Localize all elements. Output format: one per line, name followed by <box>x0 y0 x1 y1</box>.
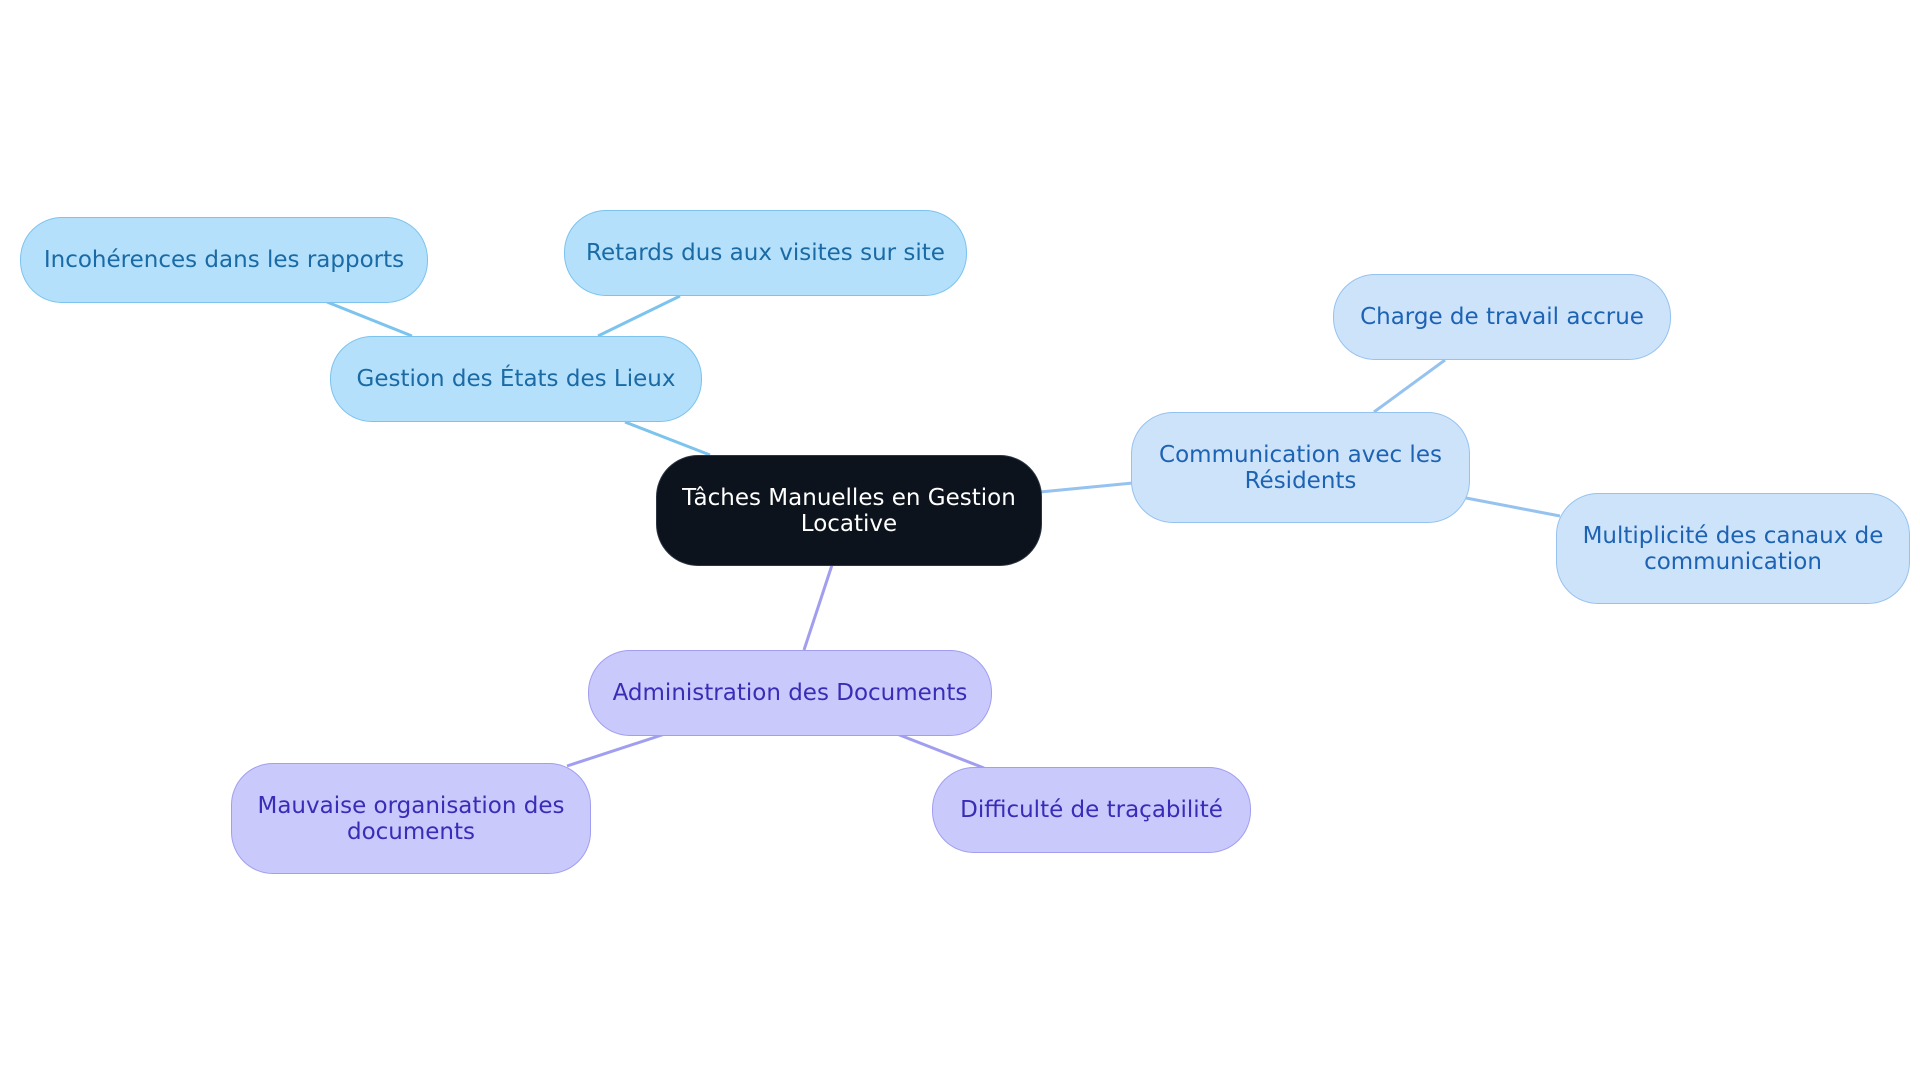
leaf-label: Charge de travail accrue <box>1360 304 1644 330</box>
root-label: Tâches Manuelles en Gestion Locative <box>682 484 1016 537</box>
leaf-label: Incohérences dans les rapports <box>43 247 405 273</box>
edge-root-branch-2 <box>1039 481 1134 494</box>
edge-branch-3-child-1 <box>566 732 666 768</box>
leaf-node-tracabilite[interactable]: Difficulté de traçabilité <box>932 767 1251 853</box>
root-node[interactable]: Tâches Manuelles en Gestion Locative <box>656 455 1042 566</box>
leaf-node-charge-de-travail[interactable]: Charge de travail accrue <box>1333 274 1671 360</box>
edge-root-branch-3 <box>802 564 834 651</box>
branch-label: Communication avec les Résidents <box>1159 441 1442 494</box>
leaf-label: Difficulté de traçabilité <box>960 797 1223 823</box>
branch-node-administration-documents[interactable]: Administration des Documents <box>588 650 992 736</box>
edge-branch-3-child-2 <box>896 732 985 770</box>
edge-branch-2-child-2 <box>1465 496 1561 518</box>
branch-label: Gestion des États des Lieux <box>356 366 676 392</box>
edge-root-branch-1 <box>624 420 711 457</box>
leaf-node-multiplicite-canaux[interactable]: Multiplicité des canaux de communication <box>1556 493 1910 604</box>
leaf-label: Mauvaise organisation des documents <box>257 792 565 845</box>
branch-node-etats-des-lieux[interactable]: Gestion des États des Lieux <box>330 336 702 422</box>
leaf-node-incoherences[interactable]: Incohérences dans les rapports <box>20 217 428 303</box>
edge-branch-1-child-1 <box>326 300 413 338</box>
branch-node-communication[interactable]: Communication avec les Résidents <box>1131 412 1470 523</box>
leaf-label: Retards dus aux visites sur site <box>586 240 945 266</box>
edge-branch-1-child-2 <box>597 294 681 338</box>
edge-branch-2-child-1 <box>1373 358 1446 414</box>
leaf-node-retards[interactable]: Retards dus aux visites sur site <box>564 210 967 296</box>
leaf-label: Multiplicité des canaux de communication <box>1582 522 1884 575</box>
leaf-node-mauvaise-organisation[interactable]: Mauvaise organisation des documents <box>231 763 591 874</box>
branch-label: Administration des Documents <box>612 680 968 706</box>
